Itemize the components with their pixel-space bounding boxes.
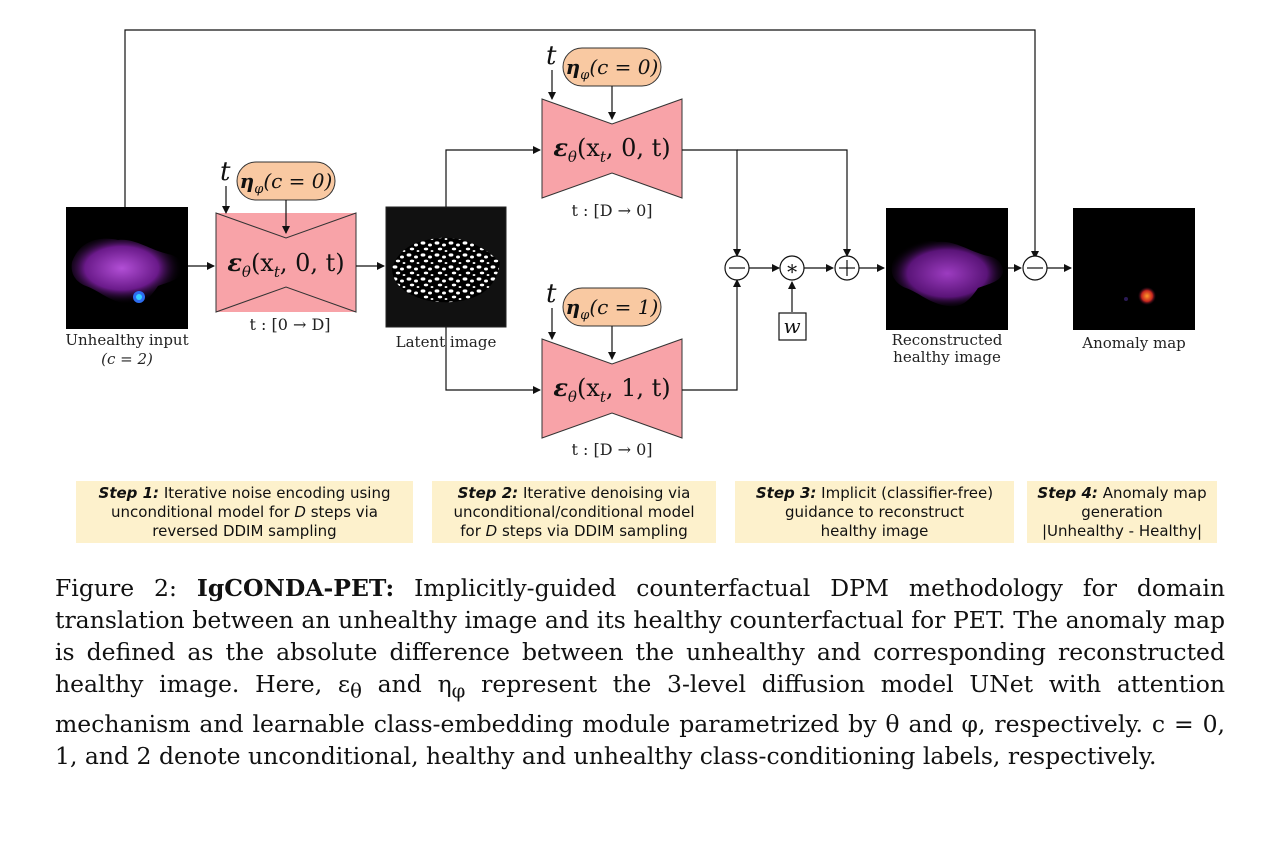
step-3-title: Step 3: [755,483,817,502]
caption-tail: represent the 3-level diffusion model UN… [55,670,1226,770]
caption-title: IgCONDA-PET: [196,574,395,602]
anomaly-subtract-operator [1022,255,1048,281]
step-1-title: Step 1: [98,483,160,502]
step-1-text-2: unconditional model for [111,502,295,521]
step-2-text-2: unconditional/conditional model [453,502,695,521]
figure-caption: Figure 2: IgCONDA-PET: Implicitly-guided… [55,572,1225,772]
caption-and: and η [361,670,452,698]
step-4-box: Step 4: Anomaly map generation |Unhealth… [1027,481,1217,543]
svg-text:εθ(xt, 0, t): εθ(xt, 0, t) [553,133,670,166]
recon-label-line2: healthy image [893,348,1001,366]
arrow-cond-to-minus [682,279,741,391]
svg-text:ηφ(c = 1): ηφ(c = 1) [566,295,659,323]
guidance-weight-box: w [778,312,807,341]
reconstructed-healthy-image [886,208,1008,330]
arrow-latent-to-cond-decoder [445,327,541,394]
step-2-text-3-end: steps via DDIM sampling [497,521,688,540]
step-1-text-2-end: steps via [305,502,378,521]
skip-connection-line [124,29,1039,259]
arrow-uncond-to-plus [737,149,851,257]
caption-prefix: Figure 2: [55,574,197,602]
encoder-schedule-label: t : [0 → D] [249,315,330,334]
cond-decoder-schedule-label: t : [D → 0] [571,440,652,459]
step-4-text-1: Anomaly map [1097,483,1207,502]
step-4-title: Step 4: [1037,483,1098,502]
uncond-decoder-class-embedding: ηφ(c = 0) [562,47,662,87]
subtract-operator [724,255,750,281]
anomaly-map-label: Anomaly map [1081,334,1186,352]
svg-text:w: w [783,314,800,338]
method-diagram: Unhealthy input (c = 2) εθ(xt, 0, t) t :… [65,29,1195,459]
unhealthy-input-image [66,207,188,329]
cond-decoder-class-embedding: ηφ(c = 1) [562,287,662,327]
svg-text:ηφ(c = 0): ηφ(c = 0) [240,169,333,197]
input-label-line2: (c = 2) [101,350,153,368]
cond-decoder-t-symbol: t [546,279,557,309]
step-1-text-3: reversed DDIM sampling [152,521,337,540]
anomaly-map-image [1073,208,1195,330]
encoder-function-label: εθ(xt, 0, t) [227,248,344,281]
uncond-decoder-unet-block: εθ(xt, 0, t) [541,98,683,199]
step-1-var: D [294,502,306,521]
step-3-text-2: guidance to reconstruct [785,502,964,521]
arrow-uncond-to-minus [682,149,741,257]
step-2-var: D [485,521,498,540]
step-1-text-1: Iterative noise encoding using [159,483,391,502]
cond-decoder-unet-block: εθ(xt, 1, t) [541,338,683,439]
step-4-text-3: |Unhealthy - Healthy| [1041,521,1203,540]
encoder-class-embedding: ηφ(c = 0) [236,161,336,201]
step-2-text-3: for [460,521,486,540]
multiply-operator: ∗ [779,255,805,281]
step-descriptions: Step 1: Iterative noise encoding using u… [0,481,1275,545]
caption-eps-sub: θ [350,679,362,703]
step-2-box: Step 2: Iterative denoising via uncondit… [432,481,716,543]
step-1-box: Step 1: Iterative noise encoding using u… [76,481,413,543]
step-3-text-3: healthy image [820,521,929,540]
encoder-unet-block: εθ(xt, 0, t) [215,212,357,313]
svg-text:∗: ∗ [785,256,799,280]
latent-image [385,206,507,328]
arrow-latent-to-uncond-decoder [445,146,541,207]
input-label-line1: Unhealthy input [65,331,188,349]
svg-text:εθ(xt, 1, t): εθ(xt, 1, t) [553,373,670,406]
svg-text:ηφ(c = 0): ηφ(c = 0) [566,55,659,83]
uncond-decoder-t-symbol: t [546,41,557,71]
add-operator [834,255,860,281]
step-3-box: Step 3: Implicit (classifier-free) guida… [735,481,1014,543]
caption-eta-sub: φ [451,679,466,703]
encoder-t-symbol: t [220,157,231,187]
step-4-text-2: generation [1081,502,1163,521]
step-2-text-1: Iterative denoising via [518,483,691,502]
recon-label-line1: Reconstructed [892,331,1003,349]
step-2-title: Step 2: [457,483,519,502]
uncond-decoder-schedule-label: t : [D → 0] [571,201,652,220]
caption-body: Implicitly-guided counterfactual DPM met… [55,574,1225,698]
step-3-text-1: Implicit (classifier-free) [816,483,994,502]
